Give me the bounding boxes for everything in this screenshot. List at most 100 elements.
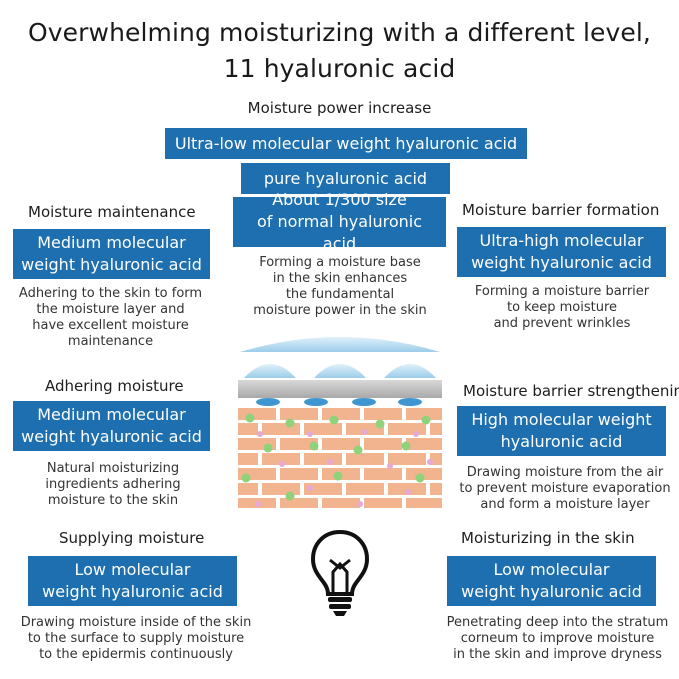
molecule-dot-green xyxy=(333,471,343,481)
desc-line: to the epidermis continuously xyxy=(39,647,233,662)
right-box-barrier-strengthening: High molecular weight hyaluronic acid xyxy=(457,406,666,456)
moisture-oval xyxy=(256,398,280,406)
right-heading-moisturizing: Moisturizing in the skin xyxy=(461,529,635,547)
skin-cell-brick xyxy=(238,453,258,465)
desc-line: Penetrating deep into the stratum xyxy=(446,615,669,630)
desc-line: corneum to improve moisture xyxy=(460,631,655,646)
desc-line: and prevent wrinkles xyxy=(493,316,631,331)
molecule-dot-pink xyxy=(427,459,433,465)
molecule-dot-green xyxy=(375,419,385,429)
left-box-maintenance-line2: weight hyaluronic acid xyxy=(21,255,202,274)
skin-cell-brick xyxy=(304,483,342,495)
right-desc-barrier-formation: Forming a moisture barrier to keep moist… xyxy=(450,284,674,332)
skin-layer-illustration xyxy=(238,337,442,508)
desc-line: Forming a moisture barrier xyxy=(474,284,650,299)
molecule-dot-pink xyxy=(405,489,411,495)
center-description: Forming a moisture base in the skin enha… xyxy=(220,255,460,319)
skin-cell-brick xyxy=(262,483,300,495)
right-box-barrier-formation-line2: weight hyaluronic acid xyxy=(471,253,652,272)
right-box-moisturizing: Low molecular weight hyaluronic acid xyxy=(447,556,656,606)
skin-cell-brick xyxy=(346,483,384,495)
skin-cell-brick xyxy=(430,483,442,495)
skin-cell-brick xyxy=(238,483,258,495)
center-desc-line: moisture power in the skin xyxy=(253,303,427,318)
center-box-pure-label: pure hyaluronic acid xyxy=(263,168,428,188)
center-heading: Moisture power increase xyxy=(247,99,432,117)
left-box-adhering-line1: Medium molecular xyxy=(37,405,186,424)
skin-cell-brick xyxy=(280,498,318,508)
left-heading-supplying: Supplying moisture xyxy=(59,529,205,547)
skin-cell-brick xyxy=(280,408,318,420)
skin-cell-brick xyxy=(322,408,360,420)
molecule-dot-pink xyxy=(413,431,419,437)
moisture-oval xyxy=(304,398,328,406)
right-box-moisturizing-line2: weight hyaluronic acid xyxy=(461,582,642,601)
left-box-supplying: Low molecular weight hyaluronic acid xyxy=(28,556,237,606)
molecule-dot-green xyxy=(309,441,319,451)
molecule-dot-green xyxy=(415,473,425,483)
right-box-barrier-formation-line1: Ultra-high molecular xyxy=(479,231,644,250)
center-box-size-line1: About 1/300 size xyxy=(272,190,407,209)
page-title-line2: 11 hyaluronic acid xyxy=(223,54,456,83)
right-box-barrier-strengthening-line1: High molecular weight xyxy=(471,410,652,429)
moisture-dome xyxy=(244,364,296,378)
desc-line: Drawing moisture from the air xyxy=(466,465,664,480)
skin-cell-brick xyxy=(262,423,300,435)
molecule-dot-pink xyxy=(357,501,363,507)
molecule-dot-pink xyxy=(255,501,261,507)
desc-line: moisture to the skin xyxy=(47,493,179,508)
center-box-ultra-low: Ultra-low molecular weight hyaluronic ac… xyxy=(165,128,527,159)
molecule-dot-green xyxy=(329,415,339,425)
desc-line: Drawing moisture inside of the skin xyxy=(20,615,252,630)
right-heading-barrier-strengthening: Moisture barrier strengthening xyxy=(463,382,679,400)
skin-cell-brick xyxy=(346,453,384,465)
left-box-adhering-line2: weight hyaluronic acid xyxy=(21,427,202,446)
moisture-dome xyxy=(384,364,436,378)
skin-cell-brick xyxy=(322,438,360,450)
skin-cell-brick xyxy=(322,498,360,508)
molecule-dot-pink xyxy=(257,431,263,437)
molecule-dot-green xyxy=(421,415,431,425)
skin-cell-brick xyxy=(280,438,318,450)
skin-cell-brick xyxy=(364,468,402,480)
desc-line: Adhering to the skin to form xyxy=(18,286,203,301)
skin-cell-brick xyxy=(238,408,276,420)
desc-line: to keep moisture xyxy=(506,300,618,315)
lightbulb-icon xyxy=(310,529,370,616)
skin-cell-brick xyxy=(280,468,318,480)
center-box-size-line2: of normal hyaluronic acid xyxy=(256,212,423,253)
center-box-ultra-low-label: Ultra-low molecular weight hyaluronic ac… xyxy=(174,133,518,153)
molecule-dot-green xyxy=(245,413,255,423)
skin-cell-brick xyxy=(238,423,258,435)
left-desc-supplying: Drawing moisture inside of the skin to t… xyxy=(8,615,264,663)
molecule-dot-pink xyxy=(361,429,367,435)
center-box-pure: pure hyaluronic acid xyxy=(241,163,450,194)
page-title-line1: Overwhelming moisturizing with a differe… xyxy=(28,18,651,47)
skin-cell-brick xyxy=(262,453,300,465)
right-desc-barrier-strengthening: Drawing moisture from the air to prevent… xyxy=(452,465,678,513)
skin-cell-brick xyxy=(406,468,442,480)
right-desc-moisturizing: Penetrating deep into the stratum corneu… xyxy=(440,615,675,663)
skin-cell-brick xyxy=(388,423,426,435)
molecule-dot-green xyxy=(285,418,295,428)
molecule-dot-pink xyxy=(387,463,393,469)
right-heading-barrier-formation: Moisture barrier formation xyxy=(462,201,660,219)
moisture-oval xyxy=(398,398,422,406)
molecule-dot-green xyxy=(263,443,273,453)
desc-line: and form a moisture layer xyxy=(480,497,650,512)
skin-cell-brick xyxy=(430,423,442,435)
center-desc-line: Forming a moisture base xyxy=(259,255,421,270)
left-box-supplying-line1: Low molecular xyxy=(74,560,191,579)
desc-line: to the surface to supply moisture xyxy=(27,631,245,646)
molecule-dot-green xyxy=(241,473,251,483)
left-box-maintenance: Medium molecular weight hyaluronic acid xyxy=(13,229,210,279)
skin-cell-brick xyxy=(304,453,342,465)
skin-cell-brick xyxy=(406,408,442,420)
desc-line: have excellent moisture xyxy=(32,318,189,333)
molecule-dot-pink xyxy=(307,485,313,491)
skin-cell-brick xyxy=(364,408,402,420)
skin-cell-brick xyxy=(406,438,442,450)
molecule-dot-pink xyxy=(327,459,333,465)
desc-line: maintenance xyxy=(67,334,154,349)
left-desc-maintenance: Adhering to the skin to form the moistur… xyxy=(0,286,221,350)
